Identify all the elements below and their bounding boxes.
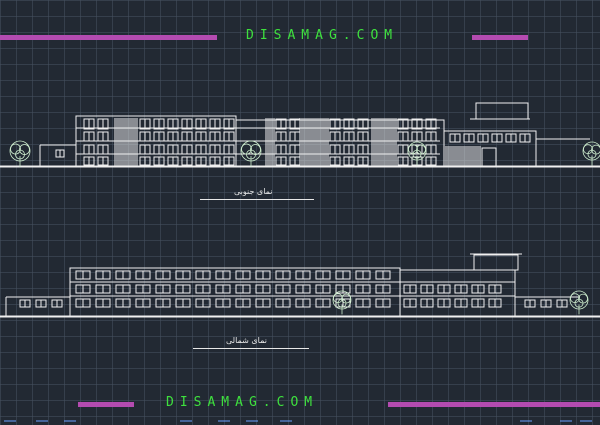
south-elevation-caption: نمای جنوبی (234, 187, 273, 196)
south-caption-underline (200, 199, 314, 200)
bottom-watermark: DISAMAG.COM (166, 395, 319, 410)
top-right-accent-bar (472, 35, 528, 40)
tree-symbols (9, 140, 600, 315)
top-left-accent-bar (0, 35, 217, 40)
north-elevation-drawing (0, 253, 600, 318)
tree-canopy-lobe (241, 143, 252, 155)
south-elevation-drawing (0, 102, 600, 168)
bottom-left-accent-bar (78, 402, 134, 407)
tree-canopy-lobe (10, 143, 21, 155)
stair-tower-outline (475, 102, 529, 120)
bottom-right-accent-bar (388, 402, 600, 407)
stair-tower-outline (473, 254, 519, 271)
north-caption-underline (193, 348, 309, 349)
entrance-door (481, 147, 497, 167)
east-block-outline (399, 269, 516, 317)
top-watermark: DISAMAG.COM (246, 28, 399, 43)
north-elevation-caption: نمای شمالی (226, 336, 267, 345)
